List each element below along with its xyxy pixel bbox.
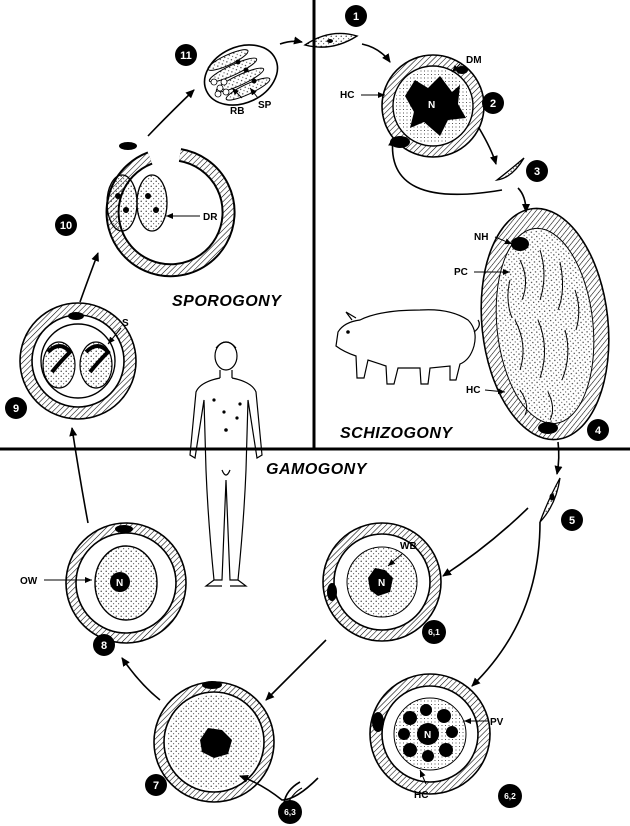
label-pv: PV (490, 717, 504, 728)
label-n-stage61: N (378, 578, 385, 589)
svg-text:3: 3 (534, 166, 540, 178)
stage-badge-1: 1 (345, 5, 367, 27)
structure-labels: DM HC N NH PC HC RB SP DR S OW N WB N PV… (20, 55, 504, 801)
stage-6-1-macrogamont (322, 522, 442, 642)
stage-6-2-macrogamont (369, 673, 491, 795)
label-ow: OW (20, 576, 38, 587)
label-wb: WB (400, 541, 417, 552)
label-nh: NH (474, 232, 488, 243)
human-host-illustration (189, 341, 263, 587)
stage-8-oocyst (65, 522, 187, 644)
label-dm: DM (466, 55, 482, 66)
stage-5-merozoite (539, 477, 561, 523)
label-n-stage62: N (424, 730, 431, 741)
svg-text:11: 11 (180, 50, 192, 62)
svg-text:6,1: 6,1 (428, 627, 440, 637)
pig-host-illustration (335, 309, 480, 385)
svg-text:10: 10 (60, 220, 72, 232)
cycle-arrows (69, 36, 563, 801)
svg-text:2: 2 (490, 98, 496, 110)
stage-4-schizont (480, 207, 610, 441)
label-sp: SP (258, 100, 272, 111)
stage-badge-6-3: 6,3 (278, 800, 302, 824)
label-hc-top: HC (340, 90, 354, 101)
stage-badge-10: 10 (55, 214, 77, 236)
phase-sporogony: SPOROGONY (172, 293, 282, 310)
svg-text:4: 4 (595, 425, 602, 437)
stage-badge-7: 7 (145, 774, 167, 796)
stage-3-merozoite (494, 157, 525, 181)
stage-badge-5: 5 (561, 509, 583, 531)
stage-badge-3: 3 (526, 160, 548, 182)
label-leader-lines (44, 63, 513, 785)
svg-text:7: 7 (153, 780, 159, 792)
stage-badge-6-1: 6,1 (422, 620, 446, 644)
svg-text:9: 9 (13, 403, 19, 415)
svg-text:6,2: 6,2 (504, 791, 516, 801)
stage-9-sporulating (19, 302, 137, 420)
stage-badge-9: 9 (5, 397, 27, 419)
stage-badge-8: 8 (93, 634, 115, 656)
svg-text:8: 8 (101, 640, 107, 652)
label-hc-stage62: HC (414, 790, 428, 801)
stage-2-infected-cell (381, 54, 485, 158)
label-hc-schizont: HC (466, 385, 480, 396)
stage-badge-2: 2 (482, 92, 504, 114)
stage-badge-4: 4 (587, 419, 609, 441)
label-dr: DR (203, 212, 218, 223)
stage-10-sporocysts (105, 142, 236, 278)
stage-7-zygote (153, 681, 275, 803)
stage-badges: 1 2 3 4 5 6,1 6,2 6,3 7 8 9 10 11 (5, 5, 609, 824)
svg-text:5: 5 (569, 515, 575, 527)
label-n-stage8: N (116, 578, 123, 589)
label-n-stage2: N (428, 100, 435, 111)
svg-text:6,3: 6,3 (284, 807, 296, 817)
phase-gamogony: GAMOGONY (266, 461, 368, 478)
label-pc: PC (454, 267, 468, 278)
stage-badge-11: 11 (175, 44, 197, 66)
stage-badge-6-2: 6,2 (498, 784, 522, 808)
svg-text:1: 1 (353, 11, 359, 23)
stage-11-sporocyst (203, 44, 279, 106)
label-s: S (122, 318, 129, 329)
label-rb: RB (230, 106, 244, 117)
stage-1-sporozoite (303, 32, 359, 48)
phase-schizogony: SCHIZOGONY (340, 425, 453, 442)
